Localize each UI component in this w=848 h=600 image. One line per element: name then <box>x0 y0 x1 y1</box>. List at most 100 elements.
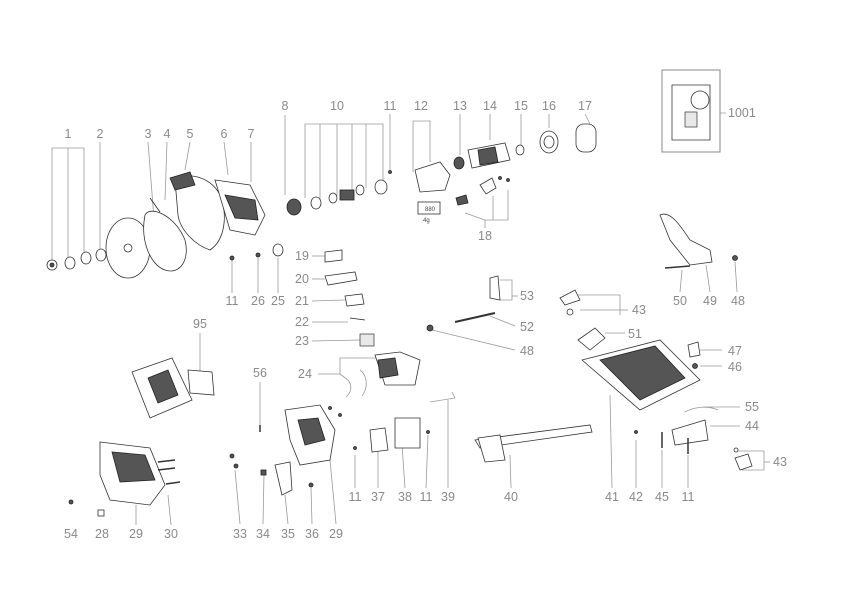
motor-can-icon <box>394 417 421 449</box>
battery-and-housing <box>68 357 430 517</box>
label-6: 6 <box>221 127 228 141</box>
tag-4g: 4g <box>423 218 430 224</box>
leader-lines <box>51 112 770 526</box>
cap-icon <box>97 509 105 517</box>
depth-guide-icon <box>671 419 709 446</box>
label-10: 10 <box>330 99 344 113</box>
bolt-icon <box>559 289 581 306</box>
lower-guard-icon <box>143 210 187 272</box>
screw-icon <box>308 482 314 488</box>
dust-port-icon <box>169 171 196 191</box>
label-56: 56 <box>253 366 267 380</box>
label-43-bottom: 43 <box>773 455 787 469</box>
label-95: 95 <box>193 317 207 331</box>
rod-icon <box>454 312 496 323</box>
bearing-icon <box>272 243 284 257</box>
screw-icon <box>157 459 176 463</box>
screw-icon <box>506 178 510 182</box>
base-plate-detail-icon <box>599 345 686 401</box>
manual-booklet-icon <box>187 369 215 396</box>
nut-icon <box>260 469 267 476</box>
nut-icon <box>732 255 738 261</box>
label-50: 50 <box>673 294 687 308</box>
label-3: 3 <box>145 127 152 141</box>
label-21: 21 <box>295 294 309 308</box>
label-26: 26 <box>251 294 265 308</box>
label-4: 4 <box>164 127 171 141</box>
spring-icon <box>349 317 366 321</box>
label-18: 18 <box>478 229 492 243</box>
parallel-guide-icon <box>474 424 593 449</box>
switch-assembly <box>324 249 421 398</box>
label-11-bottom-b: 11 <box>420 490 433 504</box>
label-28: 28 <box>95 527 109 541</box>
label-20: 20 <box>295 272 309 286</box>
label-11-top: 11 <box>384 99 397 113</box>
label-38: 38 <box>398 490 412 504</box>
label-52: 52 <box>520 320 534 334</box>
label-30: 30 <box>164 527 178 541</box>
guide-end-icon <box>477 434 506 463</box>
scale-clip-icon <box>577 327 606 351</box>
label-16: 16 <box>542 99 556 113</box>
label-37: 37 <box>371 490 385 504</box>
label-8: 8 <box>282 99 289 113</box>
label-34: 34 <box>256 527 270 541</box>
pad-icon <box>359 333 375 347</box>
upper-guard-icon <box>174 175 225 251</box>
hex-key-icon <box>429 391 456 403</box>
clamp-knob-icon <box>734 453 753 471</box>
bracket-icon <box>369 427 389 453</box>
washer-icon <box>566 308 574 316</box>
label-13: 13 <box>453 99 467 113</box>
label-44: 44 <box>745 419 759 433</box>
label-5: 5 <box>187 127 194 141</box>
label-33: 33 <box>233 527 247 541</box>
spring-wire-icon <box>684 406 719 413</box>
screw-icon <box>498 176 502 180</box>
label-25: 25 <box>271 294 285 308</box>
label-55: 55 <box>745 400 759 414</box>
motor-sleeve-icon <box>575 123 597 153</box>
label-11-bottom-a: 11 <box>349 490 362 504</box>
handle-detail-icon <box>111 451 156 483</box>
drive-assembly: 880 4g <box>286 123 597 224</box>
adjuster-icon <box>687 341 701 358</box>
label-48-right: 48 <box>731 294 745 308</box>
nut-icon <box>692 363 698 369</box>
inset-block-icon <box>684 111 698 128</box>
electronics-module-icon <box>377 357 399 379</box>
label-2: 2 <box>97 127 104 141</box>
label-29-middle: 29 <box>329 527 343 541</box>
spring-icon <box>149 197 161 213</box>
screw-icon <box>229 255 235 261</box>
base-assembly <box>426 213 753 471</box>
label-29-left: 29 <box>129 527 143 541</box>
switch-icon <box>324 271 358 286</box>
label-1001: 1001 <box>728 106 756 120</box>
fan-ring-inner-icon <box>543 135 555 149</box>
cable-icon <box>359 369 367 397</box>
part-labels: 1 2 3 4 5 6 7 8 10 11 12 13 14 15 16 17 … <box>64 99 787 541</box>
label-36: 36 <box>305 527 319 541</box>
flange-icon <box>64 256 76 270</box>
inset-nut-icon <box>690 90 710 110</box>
label-23: 23 <box>295 334 309 348</box>
label-35: 35 <box>281 527 295 541</box>
nut-hole-icon <box>49 262 55 268</box>
bearing-icon <box>515 144 525 156</box>
fence-screw-icon <box>664 265 691 269</box>
label-7: 7 <box>248 127 255 141</box>
screw-icon <box>426 430 430 434</box>
label-48-middle: 48 <box>520 344 534 358</box>
clamp-lever-icon <box>489 275 501 301</box>
ring-icon <box>355 184 365 196</box>
label-54: 54 <box>64 527 78 541</box>
label-1: 1 <box>65 127 72 141</box>
bearing-icon <box>453 156 465 170</box>
label-53: 53 <box>520 289 534 303</box>
screw-icon <box>255 252 261 258</box>
inset-detail <box>661 69 721 153</box>
label-24: 24 <box>298 367 312 381</box>
